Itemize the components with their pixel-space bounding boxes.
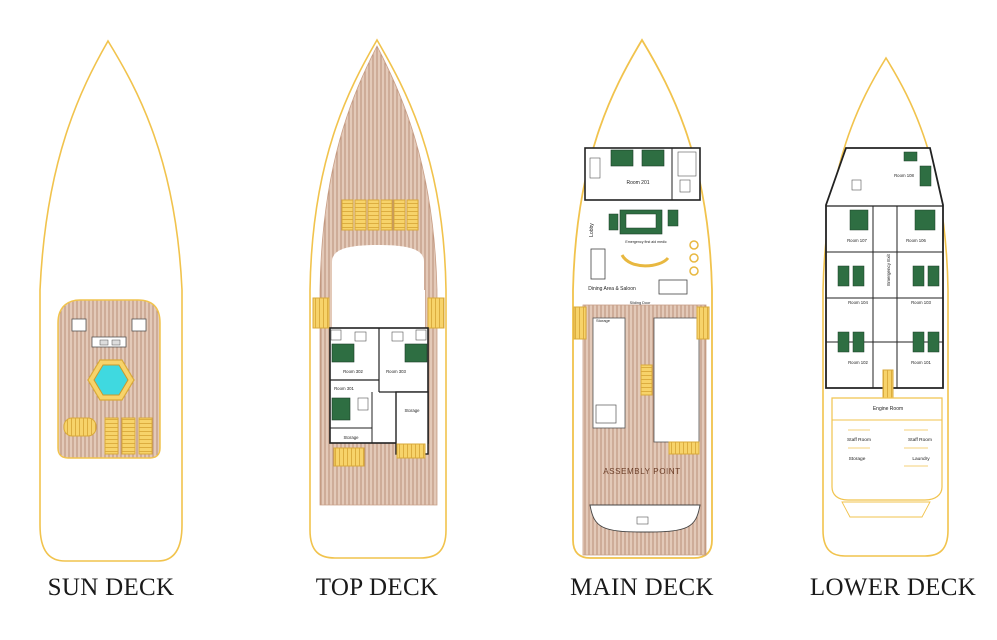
deck-label-lower: LOWER DECK bbox=[809, 574, 977, 601]
top-sunlounger bbox=[393, 199, 406, 231]
lower-bed bbox=[927, 331, 940, 353]
room-label: Room 107 bbox=[847, 238, 867, 243]
sun-table bbox=[99, 339, 109, 346]
sunbed bbox=[131, 318, 147, 332]
lower-bed bbox=[852, 331, 865, 353]
lower-bed bbox=[919, 165, 932, 187]
top-deck-plan: Room 302 Room 303 Room 301 Storage Stora… bbox=[309, 38, 447, 559]
room-label: Room 303 bbox=[386, 369, 406, 374]
deck-label-top: TOP DECK bbox=[315, 574, 439, 601]
lobby-label: Lobby bbox=[589, 223, 595, 237]
emergency-label: Emergency first aid medic bbox=[625, 240, 667, 244]
assembly-point-label: ASSEMBLY POINT bbox=[603, 467, 680, 476]
lower-cabins-block bbox=[825, 147, 944, 389]
jacuzzi-pool bbox=[93, 364, 129, 396]
storage-label: Storage bbox=[596, 318, 611, 323]
sun-stairs bbox=[63, 417, 97, 437]
main-stairs bbox=[573, 306, 587, 340]
lower-bed bbox=[912, 331, 925, 353]
top-deck-opening bbox=[332, 290, 425, 330]
main-armchair bbox=[667, 209, 679, 227]
sun-lounger bbox=[104, 417, 119, 455]
lower-corridor bbox=[882, 369, 894, 399]
lower-bed bbox=[852, 265, 865, 287]
room-label: Room 201 bbox=[626, 180, 649, 186]
staff-room-label: Staff Room bbox=[908, 437, 932, 443]
main-bed bbox=[610, 149, 634, 167]
room-label: Room 102 bbox=[848, 360, 868, 365]
dining-table bbox=[658, 279, 688, 295]
main-armchair bbox=[608, 213, 619, 231]
top-sunlounger bbox=[341, 199, 354, 231]
room-label: Room 103 bbox=[911, 300, 931, 305]
lower-bed bbox=[903, 151, 918, 162]
top-side-stairs bbox=[312, 297, 330, 329]
main-deck-interior bbox=[653, 317, 700, 443]
emergency-exit-label: Emergency Exit bbox=[886, 253, 891, 285]
lower-bed bbox=[849, 209, 869, 231]
engine-room-label: Engine Room bbox=[873, 406, 903, 412]
top-stairs bbox=[396, 443, 426, 459]
sun-deck-plan bbox=[39, 39, 183, 562]
top-side-stairs bbox=[427, 297, 445, 329]
dining-label: Dining Area & Saloon bbox=[588, 286, 636, 292]
main-bed bbox=[641, 149, 665, 167]
sunbed bbox=[71, 318, 87, 332]
sun-lounger bbox=[138, 417, 153, 455]
top-sunlounger bbox=[367, 199, 380, 231]
top-sunlounger bbox=[406, 199, 419, 231]
top-bed bbox=[404, 343, 428, 363]
lower-bed bbox=[914, 209, 936, 231]
lower-bed bbox=[912, 265, 925, 287]
sun-table bbox=[111, 339, 121, 346]
main-stairs bbox=[640, 364, 653, 396]
storage-label: Storage bbox=[849, 456, 866, 462]
room-label: Room 104 bbox=[848, 300, 868, 305]
room-label: Room 108 bbox=[894, 173, 914, 178]
deck-label-main: MAIN DECK bbox=[570, 574, 714, 601]
laundry-label: Laundry bbox=[912, 456, 930, 462]
deck-label-sun: SUN DECK bbox=[47, 574, 175, 601]
lower-deck-plan: Emergency Exit Room 108 Room 107 Room 10… bbox=[822, 56, 949, 557]
room-label: Room 106 bbox=[906, 238, 926, 243]
lower-bed bbox=[927, 265, 940, 287]
main-deck-plan: Room 201 Lobby Emergency first aid medic… bbox=[572, 38, 713, 559]
room-label: Room 301 bbox=[334, 386, 354, 391]
dining-table bbox=[590, 248, 606, 280]
sun-lounger bbox=[121, 417, 136, 455]
sun-table bbox=[91, 336, 127, 348]
staff-room-label: Staff Room bbox=[847, 437, 871, 443]
main-stairs bbox=[696, 306, 710, 340]
top-bed bbox=[331, 343, 355, 363]
top-sunlounger bbox=[380, 199, 393, 231]
top-stairs bbox=[333, 447, 365, 467]
main-stairs bbox=[668, 441, 700, 455]
top-sunlounger bbox=[354, 199, 367, 231]
top-bed bbox=[331, 397, 351, 421]
lower-bed bbox=[837, 331, 850, 353]
sliding-door-label: Sliding Door bbox=[630, 301, 651, 305]
storage-label: Storage bbox=[343, 435, 359, 440]
storage-label: Storage bbox=[404, 408, 420, 413]
room-label: Room 302 bbox=[343, 369, 363, 374]
top-deck-opening bbox=[332, 245, 424, 292]
room-label: Room 101 bbox=[911, 360, 931, 365]
lower-bed bbox=[837, 265, 850, 287]
lower-aft-platform bbox=[841, 501, 931, 518]
engine-room-block bbox=[831, 397, 943, 501]
